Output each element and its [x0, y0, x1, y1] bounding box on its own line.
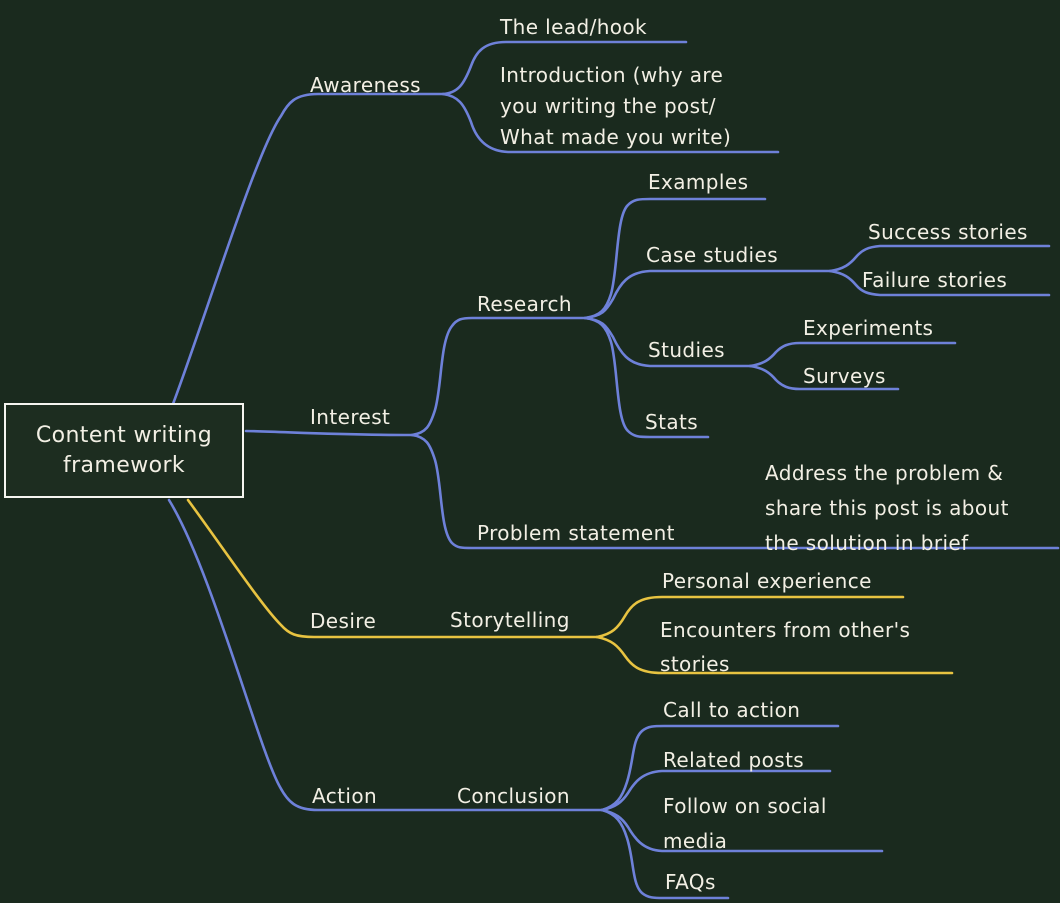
edge-conclusion-faqs	[600, 808, 730, 900]
node-problem-statement[interactable]: Problem statement	[477, 521, 675, 545]
edge-research-stats	[583, 316, 710, 439]
node-studies[interactable]: Studies	[648, 338, 725, 362]
edge-root-desire	[186, 498, 599, 639]
edge-storytelling-personal	[595, 595, 905, 639]
node-desire[interactable]: Desire	[310, 609, 377, 633]
node-root-label: Content writing framework	[35, 422, 213, 478]
edge-interest-research	[410, 316, 587, 437]
node-action[interactable]: Action	[312, 784, 378, 808]
edge-root-interest	[244, 429, 414, 437]
edge-casestudies-failure	[828, 269, 1051, 297]
edge-studies-surveys	[748, 364, 900, 391]
node-case-studies[interactable]: Case studies	[646, 243, 779, 267]
node-root[interactable]: Content writing framework	[4, 403, 244, 498]
node-encounters[interactable]: Encounters from other's stories	[660, 618, 911, 676]
edge-root-action	[167, 498, 604, 812]
edge-awareness-leadhook	[441, 40, 688, 96]
node-research[interactable]: Research	[477, 292, 572, 316]
node-lead-hook[interactable]: The lead/hook	[500, 15, 648, 39]
node-personal-experience[interactable]: Personal experience	[662, 569, 872, 593]
node-related-posts[interactable]: Related posts	[663, 748, 805, 772]
edge-studies-experiments	[748, 341, 957, 368]
node-interest[interactable]: Interest	[310, 405, 391, 429]
edge-conclusion-relatedposts	[600, 769, 832, 812]
edge-research-casestudies	[583, 269, 832, 320]
node-problem-note[interactable]: Address the problem & share this post is…	[765, 461, 1009, 555]
edge-awareness-introduction	[441, 92, 780, 154]
node-failure-stories[interactable]: Failure stories	[862, 268, 1008, 292]
node-awareness[interactable]: Awareness	[310, 73, 421, 97]
edge-conclusion-calltoaction	[600, 724, 840, 812]
node-stats[interactable]: Stats	[645, 410, 699, 434]
node-success-stories[interactable]: Success stories	[868, 220, 1028, 244]
edge-interest-problem	[410, 433, 1060, 550]
node-follow-social[interactable]: Follow on social media	[663, 794, 827, 853]
edge-research-examples	[583, 197, 767, 320]
edge-casestudies-success	[828, 244, 1051, 273]
node-faqs[interactable]: FAQs	[665, 870, 716, 894]
node-storytelling[interactable]: Storytelling	[450, 608, 570, 632]
node-experiments[interactable]: Experiments	[803, 316, 934, 340]
node-surveys[interactable]: Surveys	[803, 364, 886, 388]
node-call-to-action[interactable]: Call to action	[663, 698, 801, 722]
edge-storytelling-encounters	[595, 635, 954, 675]
node-examples[interactable]: Examples	[648, 170, 749, 194]
edge-root-awareness	[171, 92, 445, 406]
node-introduction[interactable]: Introduction (why are you writing the po…	[500, 63, 732, 149]
node-conclusion[interactable]: Conclusion	[457, 784, 570, 808]
